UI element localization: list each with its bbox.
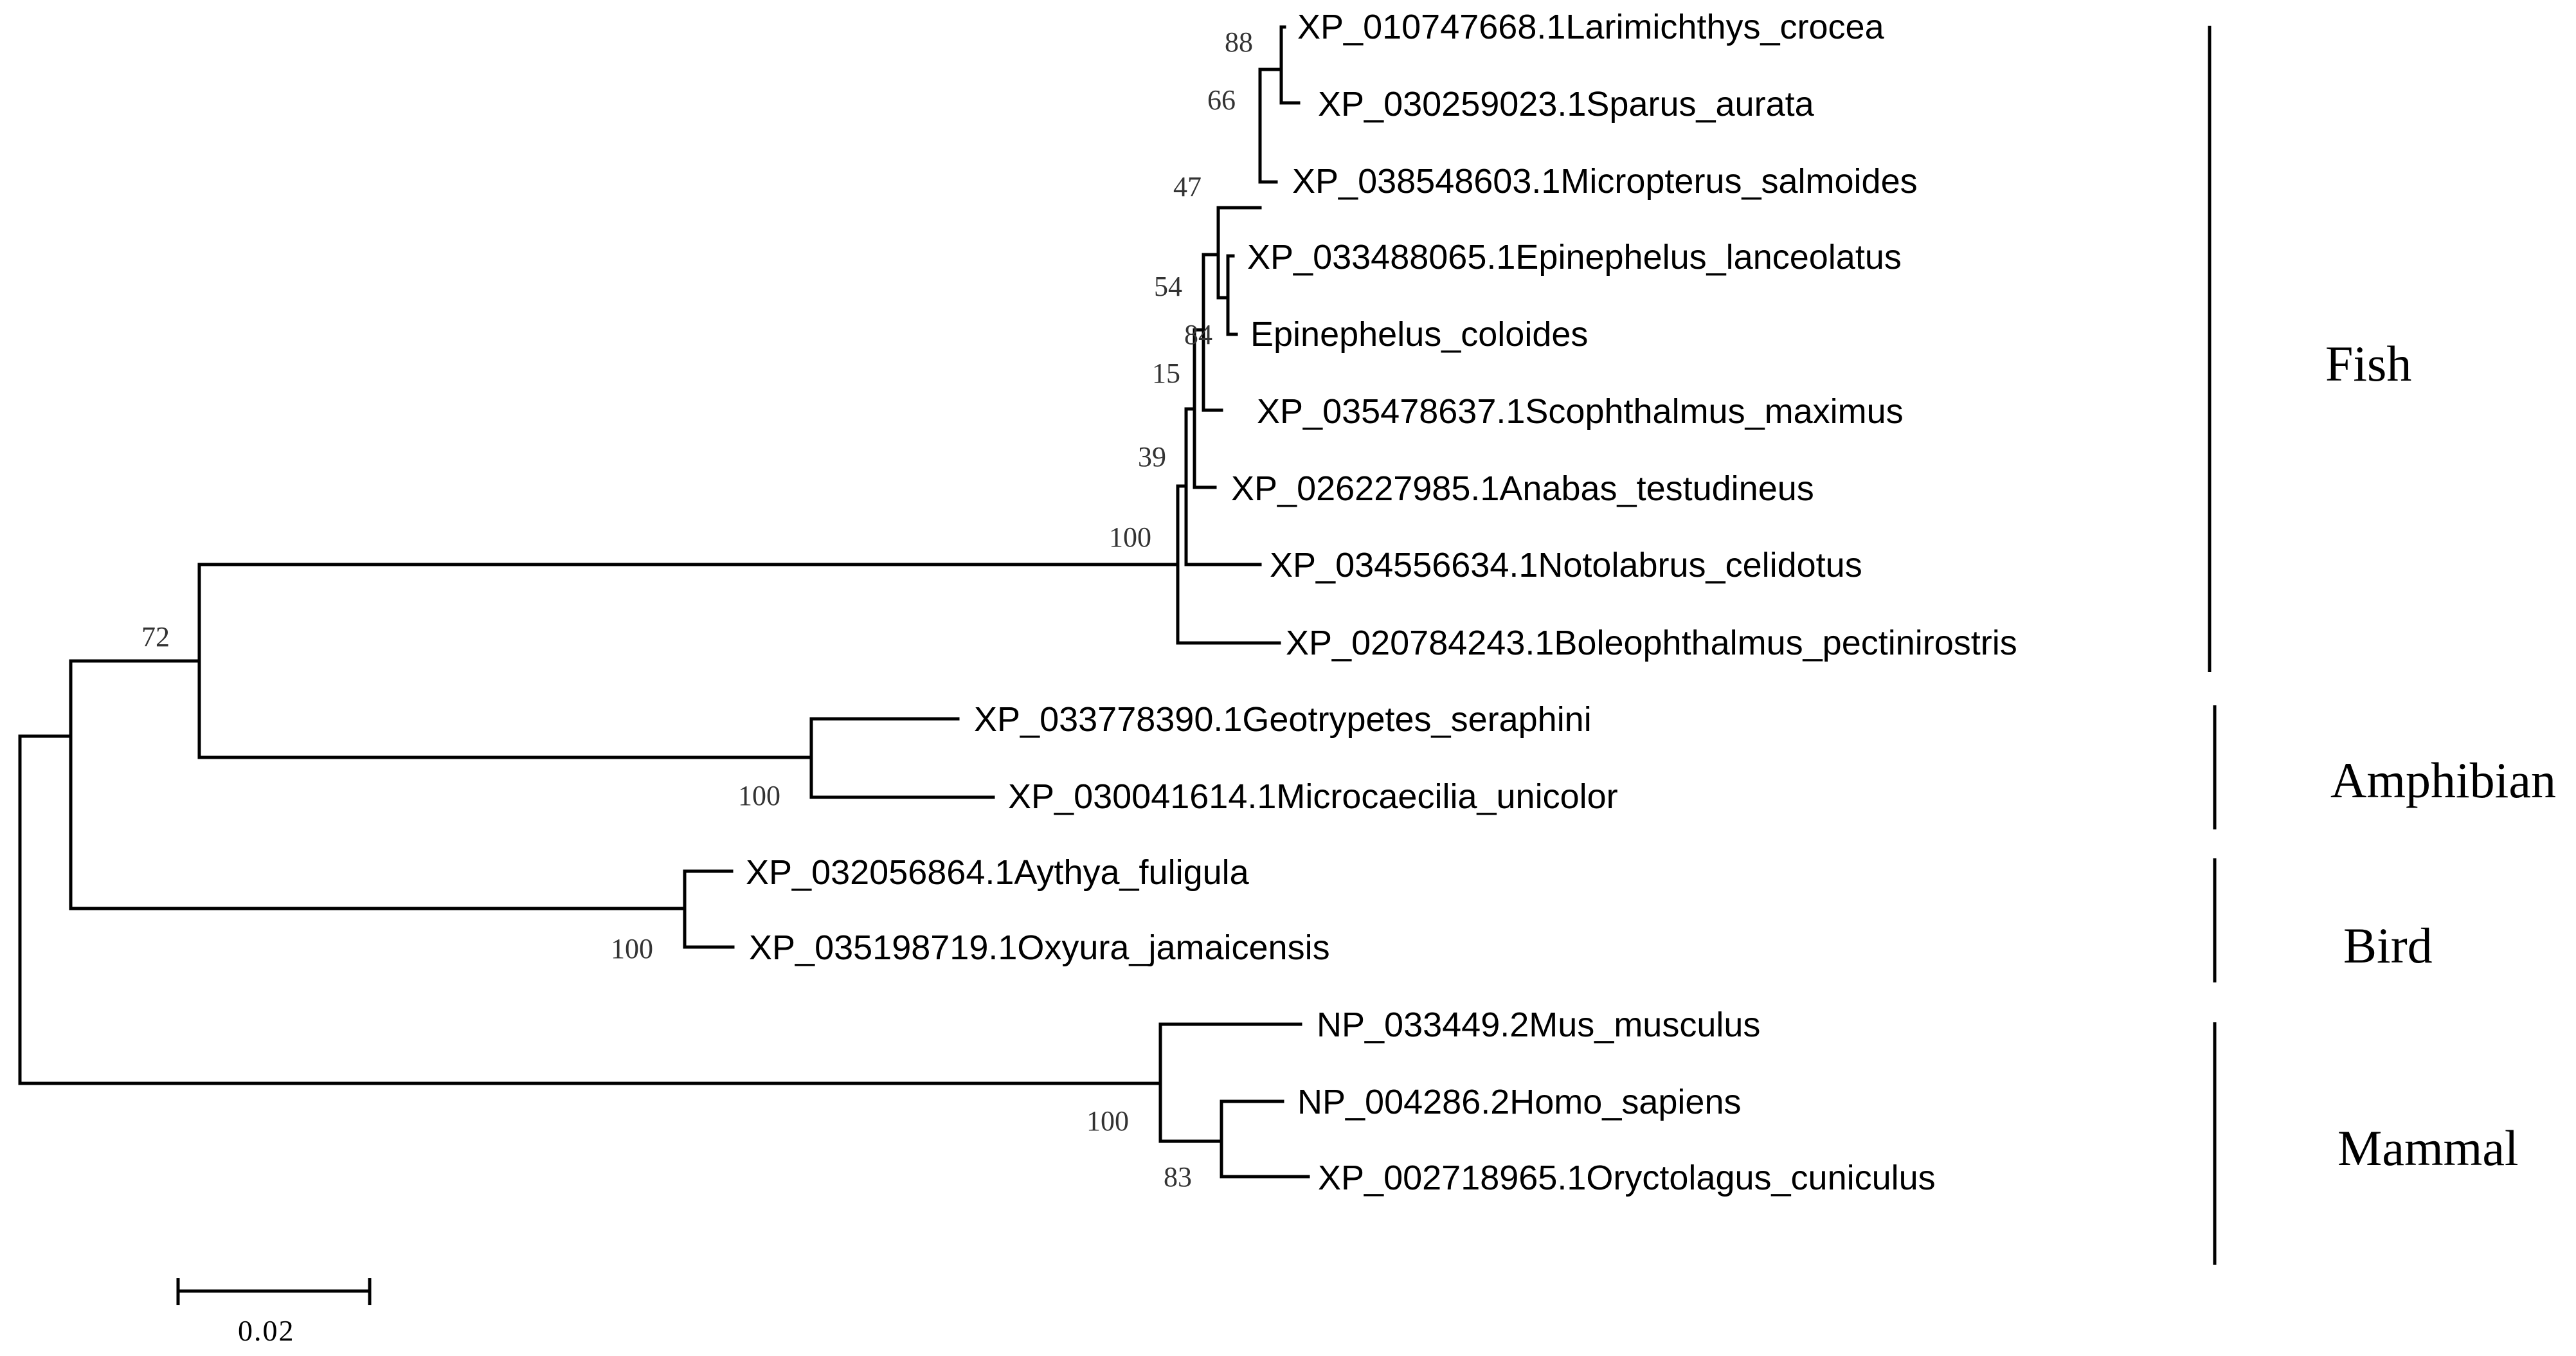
leaf-label: XP_033778390.1Geotrypetes_seraphini [974,700,1592,739]
group-label-fish: Fish [2325,336,2411,392]
support-value: 83 [1164,1161,1192,1193]
support-value: 88 [1225,26,1253,58]
tree-branches [18,25,1310,1179]
leaf-label: XP_026227985.1Anabas_testudineus [1231,469,1814,508]
group-brackets: Fish Amphibian Bird Mammal [2208,26,2556,1265]
leaf-label: XP_033488065.1Epinephelus_lanceolatus [1247,238,1902,276]
support-value: 15 [1152,357,1180,389]
group-label-amphibian: Amphibian [2330,752,2556,808]
group-label-mammal: Mammal [2337,1120,2519,1176]
group-label-bird: Bird [2343,918,2433,973]
support-value: 39 [1138,441,1166,473]
support-value: 54 [1154,271,1182,302]
leaf-label: NP_033449.2Mus_musculus [1317,1006,1760,1044]
support-value: 100 [738,780,780,811]
support-value: 100 [611,933,653,964]
support-value: 100 [1109,521,1151,553]
leaf-label: XP_002718965.1Oryctolagus_cuniculus [1318,1159,1936,1197]
leaf-label: XP_030041614.1Microcaecilia_unicolor [1008,777,1618,816]
leaf-label: XP_010747668.1Larimichthys_crocea [1297,8,1885,46]
leaf-label: XP_032056864.1Aythya_fuligula [746,853,1250,892]
support-value: 72 [141,621,170,653]
leaf-labels: XP_010747668.1Larimichthys_crocea XP_030… [746,8,2017,1197]
leaf-label: Epinephelus_coloides [1250,315,1588,354]
leaf-label: XP_035198719.1Oxyura_jamaicensis [749,928,1330,967]
leaf-label: XP_030259023.1Sparus_aurata [1318,85,1815,123]
leaf-label: XP_038548603.1Micropterus_salmoides [1292,162,1918,201]
leaf-label: XP_035478637.1Scophthalmus_maximus [1257,392,1904,431]
leaf-label: NP_004286.2Homo_sapiens [1297,1083,1741,1121]
support-value: 47 [1173,171,1202,203]
support-values: 88 66 47 54 84 15 39 100 72 100 100 100 … [141,26,1253,1193]
support-value: 100 [1086,1105,1129,1137]
scale-bar-label: 0.02 [238,1314,295,1347]
scale-bar-line [176,1278,372,1305]
leaf-label: XP_034556634.1Notolabrus_celidotus [1270,546,1862,584]
support-value: 66 [1207,84,1236,116]
support-value: 84 [1184,319,1212,350]
leaf-label: XP_020784243.1Boleophthalmus_pectinirost… [1286,624,2017,662]
scale-bar: 0.02 [176,1278,372,1347]
